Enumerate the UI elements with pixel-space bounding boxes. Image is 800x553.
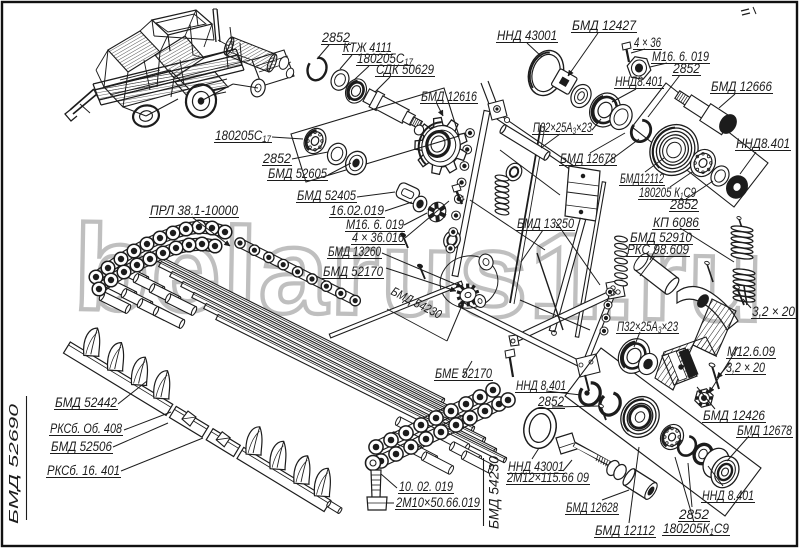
svg-text:3,2 × 20: 3,2 × 20 (752, 304, 795, 319)
svg-text:2852: 2852 (672, 61, 700, 76)
svg-text:2852: 2852 (669, 197, 698, 212)
svg-text:ННД 8.401: ННД 8.401 (702, 488, 754, 503)
svg-text:БМД 52442: БМД 52442 (55, 395, 117, 410)
svg-text:КП 6086: КП 6086 (653, 215, 699, 230)
svg-text:ННД 43001: ННД 43001 (497, 28, 557, 43)
svg-text:БМД 52910: БМД 52910 (630, 230, 692, 245)
svg-text:БМД 12427: БМД 12427 (572, 18, 636, 33)
svg-text:16.02.019: 16.02.019 (330, 203, 384, 218)
svg-text:БМД 12616: БМД 12616 (421, 89, 477, 104)
svg-text:4 × 36.016: 4 × 36.016 (352, 230, 404, 245)
svg-text:БМД12112: БМД12112 (620, 171, 664, 186)
svg-text:М12.6.09: М12.6.09 (727, 344, 775, 359)
svg-text:БМД 52690: БМД 52690 (6, 403, 21, 524)
svg-text:180205К1С9: 180205К1С9 (663, 521, 729, 537)
svg-text:БМД 12628: БМД 12628 (566, 500, 618, 515)
svg-text:БМД 52405: БМД 52405 (297, 188, 356, 203)
svg-text:БМД 13250: БМД 13250 (517, 216, 574, 231)
svg-text:БМД 12666: БМД 12666 (711, 79, 772, 94)
svg-text:П32×25А3×23: П32×25А3×23 (533, 120, 592, 136)
svg-text:РКСб. Об. 408: РКСб. Об. 408 (50, 421, 122, 436)
svg-text:2852: 2852 (321, 30, 350, 45)
svg-text:180205С17: 180205С17 (215, 128, 272, 144)
svg-text:2852: 2852 (678, 507, 710, 522)
svg-text:БМД 12678: БМД 12678 (737, 423, 792, 438)
svg-text:2М12×115.66 09: 2М12×115.66 09 (506, 470, 589, 485)
svg-text:180205С17: 180205С17 (357, 51, 414, 67)
svg-text:СДК 50629: СДК 50629 (376, 62, 434, 77)
svg-text:ННД8.401: ННД8.401 (736, 136, 790, 151)
svg-text:БМД 52506: БМД 52506 (51, 439, 112, 454)
svg-text:КТЖ 4111: КТЖ 4111 (343, 40, 392, 55)
svg-text:ПРЛ 38.1-10000: ПРЛ 38.1-10000 (150, 203, 238, 218)
svg-text:БМЕ 52170: БМЕ 52170 (435, 366, 492, 381)
svg-text:П32×25А3×23: П32×25А3×23 (617, 319, 678, 335)
svg-text:2М10×50.66.019: 2М10×50.66.019 (395, 495, 480, 510)
svg-text:БМД 12678: БМД 12678 (560, 151, 616, 166)
svg-text:М16. 6. 019: М16. 6. 019 (346, 217, 404, 232)
svg-text:ННД 43001: ННД 43001 (508, 459, 564, 474)
svg-text:2852: 2852 (537, 394, 564, 409)
svg-text:БМД 54230: БМД 54230 (487, 456, 502, 529)
svg-text:2852: 2852 (262, 151, 291, 166)
svg-text:БМД 52170: БМД 52170 (323, 264, 383, 279)
svg-text:РКСб. 16. 401: РКСб. 16. 401 (47, 463, 120, 478)
svg-text:4 × 36: 4 × 36 (634, 35, 661, 50)
svg-text:БМД 12426: БМД 12426 (703, 408, 765, 423)
svg-text:БМД 12112: БМД 12112 (595, 523, 655, 538)
svg-text:М16. 6. 019: М16. 6. 019 (652, 49, 709, 64)
svg-text:РКС 98.609: РКС 98.609 (627, 242, 689, 257)
svg-text:10. 02. 019: 10. 02. 019 (399, 479, 453, 494)
svg-text:ННД 8.401: ННД 8.401 (516, 378, 566, 393)
svg-text:ННД8.401: ННД8.401 (615, 74, 663, 89)
svg-text:3,2 × 20: 3,2 × 20 (726, 360, 765, 375)
svg-text:БМД 52605: БМД 52605 (268, 166, 327, 181)
svg-text:БМД 13260: БМД 13260 (328, 244, 381, 259)
